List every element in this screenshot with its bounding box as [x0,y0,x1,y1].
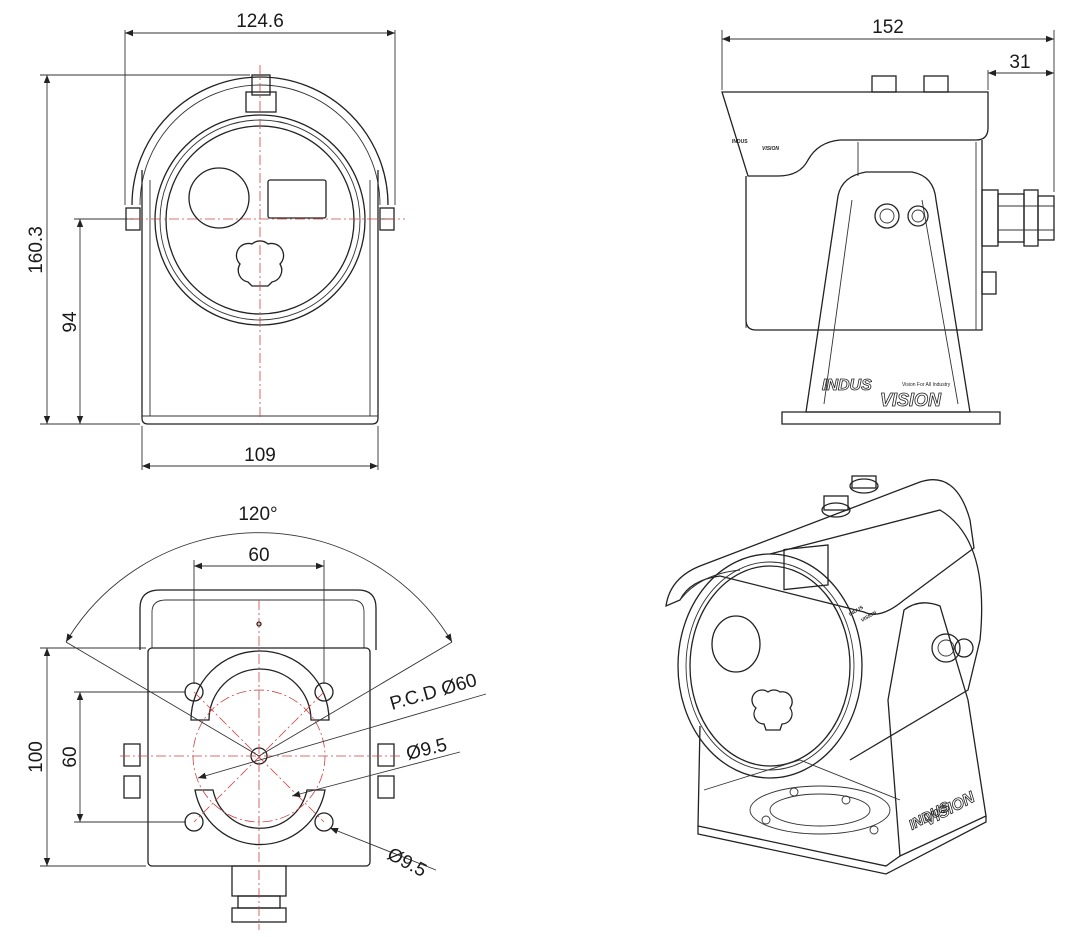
dim-hole-dia-1: Ø9.5 [404,735,449,765]
brand-iso-hood-1: INDUS [848,604,865,617]
dim-front-height-axis: 94 [60,311,81,333]
brand-side-tagline: Vision For All Industry [902,382,951,388]
isometric-view: INDUS VISION INDUS VISION [665,475,987,875]
dim-side-offset: 31 [1009,52,1030,73]
side-view: INDUS VISION INDUS VISION Vision For All… [721,17,1055,425]
brand-side-line1: INDUS [822,377,872,394]
dim-hole-dia-2: Ø9.5 [384,844,430,882]
dim-side-length: 152 [872,17,904,38]
brand-side-line2: VISION [880,390,942,410]
front-view: 124.6 109 160.3 94 [26,11,405,470]
dim-front-width-top: 124.6 [236,11,284,32]
dim-base-hole-spacing-y: 60 [60,746,81,767]
dim-front-height-total: 160.3 [26,226,47,274]
dim-base-angle: 120° [238,504,277,525]
dim-base-hole-spacing-x: 60 [248,545,269,566]
brand-side-hood-1: INDUS [732,139,748,145]
brand-side-hood-2: VISION [762,146,779,152]
dim-base-height: 100 [26,741,47,773]
dim-pcd: P.C.D Ø60 [388,670,480,715]
dim-front-width-bottom: 109 [244,445,276,466]
base-view: 120° 60 60 100 P.C.D Ø60 Ø9.5 Ø9.5 [26,504,487,930]
